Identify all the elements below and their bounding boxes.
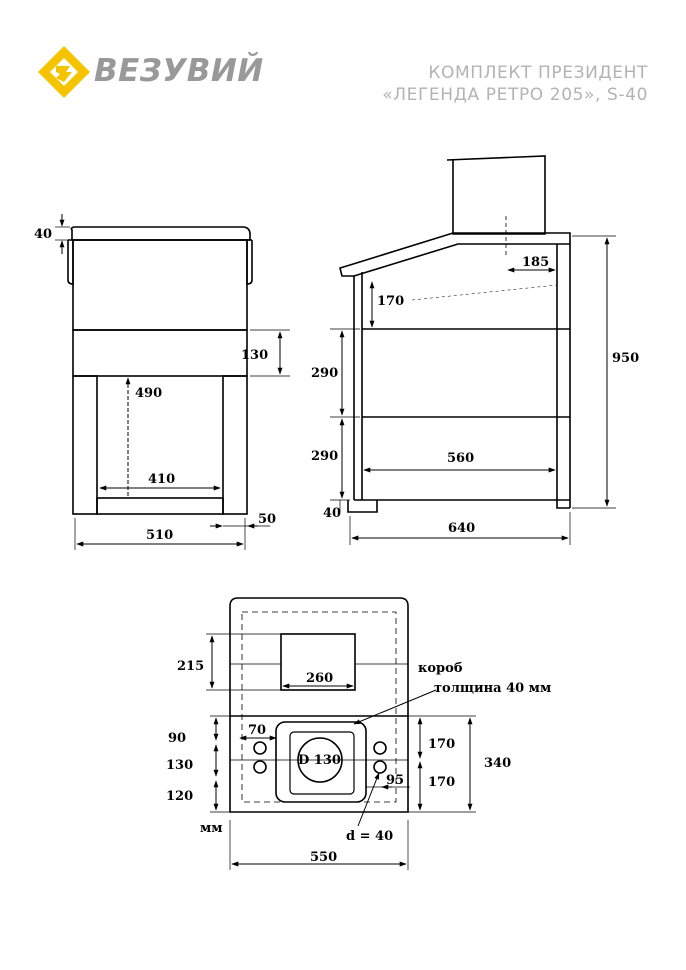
dim-front-top-thickness: 40 — [34, 227, 52, 242]
side-foot-right — [556, 500, 570, 509]
dim-top-flue: D 130 — [298, 753, 341, 768]
dim-top-hole-offset: 70 — [248, 723, 266, 738]
dim-top-row3: 120 — [166, 789, 193, 804]
dim-side-inner-depth: 560 — [447, 451, 474, 466]
side-dimensions — [330, 235, 616, 545]
dim-side-total-height: 950 — [612, 351, 639, 366]
dim-front-foot: 50 — [258, 512, 276, 527]
front-left-leg — [72, 375, 98, 515]
front-right-leg — [222, 375, 248, 515]
side-chimney — [446, 155, 546, 235]
dim-top-box-depth: 215 — [177, 659, 204, 674]
top-hole — [253, 741, 267, 755]
vezuviy-logo-icon — [38, 46, 90, 98]
brand-logo: ВЕЗУВИЙ — [36, 44, 266, 100]
side-view — [339, 155, 571, 513]
top-outline — [229, 597, 409, 813]
top-box — [280, 633, 356, 691]
dim-top-row1: 90 — [168, 731, 186, 746]
top-dimensions — [206, 633, 476, 870]
front-body — [72, 239, 248, 331]
dim-side-section-lower: 290 — [311, 449, 338, 464]
front-box — [72, 329, 248, 377]
top-flue-box — [275, 721, 367, 803]
dim-side-section-upper: 290 — [311, 366, 338, 381]
units-label: мм — [200, 821, 223, 836]
dim-top-hole-spacing: 95 — [386, 773, 404, 788]
dim-side-chimney-offset: 185 — [522, 255, 549, 270]
top-hole — [373, 760, 387, 774]
dim-top-total-width: 550 — [310, 850, 337, 865]
top-view — [229, 597, 409, 813]
dim-side-total-depth: 640 — [448, 521, 475, 536]
product-title-line2: «ЛЕГЕНДА РЕТРО 205», S-40 — [382, 85, 648, 105]
dim-front-leg-height: 490 — [135, 386, 162, 401]
product-title: КОМПЛЕКТ ПРЕЗИДЕНТ «ЛЕГЕНДА РЕТРО 205», … — [382, 62, 648, 106]
front-dimensions — [55, 214, 290, 550]
dim-front-box-height: 130 — [241, 348, 268, 363]
dim-front-inner-width: 410 — [148, 472, 175, 487]
product-title-line1: КОМПЛЕКТ ПРЕЗИДЕНТ — [428, 63, 648, 83]
dim-top-box-width: 260 — [306, 671, 333, 686]
top-hole — [253, 760, 267, 774]
box-note-line2: толщина 40 мм — [434, 681, 551, 696]
dim-side-top-section: 170 — [377, 294, 404, 309]
front-bottom — [96, 497, 224, 515]
dim-top-row2: 130 — [166, 758, 193, 773]
front-top-slab — [70, 226, 251, 241]
front-view — [67, 226, 253, 515]
dim-top-hole-diameter: d = 40 — [346, 829, 393, 844]
box-note-line1: короб — [418, 661, 463, 676]
top-hole — [373, 741, 387, 755]
dim-side-foot: 40 — [323, 506, 341, 521]
brand-name: ВЕЗУВИЙ — [94, 53, 264, 89]
side-foot-left — [347, 500, 378, 513]
dim-top-right1: 170 — [428, 737, 455, 752]
dim-front-total-width: 510 — [146, 528, 173, 543]
dim-top-total-right: 340 — [484, 756, 511, 771]
dim-top-right2: 170 — [428, 775, 455, 790]
